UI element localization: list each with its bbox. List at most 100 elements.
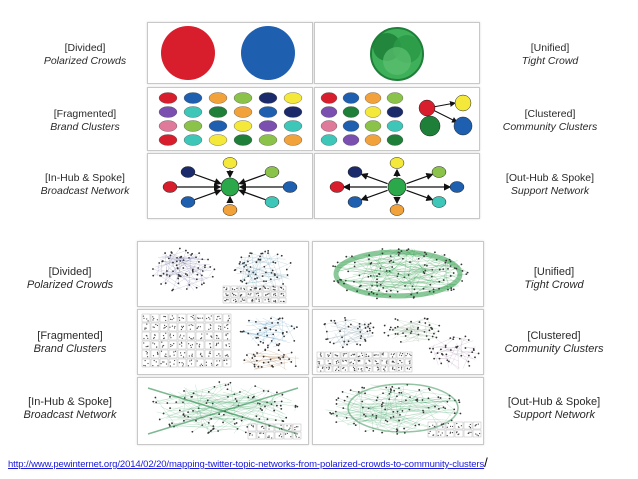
- network-node: [398, 354, 401, 356]
- network-node: [328, 354, 330, 356]
- group-tile: [283, 423, 293, 432]
- network-node: [179, 319, 181, 321]
- network-node: [269, 328, 272, 331]
- group-tile: [177, 358, 187, 368]
- source-link-text[interactable]: http://www.pewinternet.org/2014/02/20/ma…: [8, 459, 485, 470]
- network-node: [278, 317, 281, 320]
- group-tile: [186, 358, 196, 368]
- network-node: [325, 330, 328, 333]
- network-node: [404, 285, 406, 287]
- network-node: [351, 255, 353, 258]
- network-node: [364, 430, 367, 433]
- network-node: [274, 300, 276, 302]
- network-node: [357, 368, 360, 370]
- spoke-edge: [238, 188, 266, 201]
- network-node: [242, 299, 244, 301]
- network-node: [153, 326, 155, 328]
- network-edge: [223, 389, 270, 415]
- network-node: [282, 420, 285, 423]
- network-node: [146, 318, 148, 320]
- network-edge: [324, 318, 357, 325]
- network-edge: [381, 392, 402, 411]
- group-tile: [436, 429, 446, 438]
- network-node: [245, 269, 248, 271]
- group-tile: [150, 322, 160, 332]
- network-edge: [436, 346, 457, 348]
- network-edge: [271, 334, 278, 346]
- network-edge: [240, 331, 280, 340]
- network-node: [235, 422, 238, 424]
- network-node: [319, 354, 322, 356]
- network-node: [179, 336, 181, 338]
- network-node: [428, 389, 431, 391]
- network-node: [450, 287, 453, 290]
- group-tile: [262, 297, 271, 304]
- network-node: [278, 343, 281, 345]
- group-tile: [159, 340, 169, 350]
- network-node: [438, 431, 440, 433]
- network-node: [241, 280, 244, 283]
- network-node: [243, 279, 246, 281]
- label-subtitle: Tight Crowd: [524, 279, 584, 291]
- network-node: [399, 360, 402, 362]
- network-node: [169, 361, 171, 363]
- group-tile: [396, 365, 405, 373]
- network-node: [198, 252, 201, 254]
- network-edge: [180, 390, 264, 417]
- red-cluster: [161, 26, 215, 80]
- network-edge: [245, 260, 259, 266]
- network-node: [227, 320, 229, 322]
- network-node: [278, 435, 280, 437]
- group-tile: [396, 358, 405, 366]
- network-node: [192, 316, 194, 319]
- network-node: [189, 328, 191, 330]
- network-node: [353, 367, 356, 370]
- network-node: [282, 283, 284, 285]
- network-edge: [332, 335, 362, 344]
- network-node: [268, 300, 270, 303]
- network-edge: [376, 270, 387, 280]
- network-node: [458, 401, 461, 404]
- network-node: [179, 343, 181, 345]
- network-node: [185, 249, 187, 252]
- group-tile: [177, 313, 187, 323]
- group-tile: [364, 351, 373, 359]
- network-node: [367, 323, 370, 326]
- network-edge: [170, 257, 197, 261]
- network-node: [216, 342, 218, 344]
- source-link[interactable]: http://www.pewinternet.org/2014/02/20/ma…: [8, 455, 488, 470]
- network-node: [171, 289, 174, 292]
- network-node: [295, 426, 298, 428]
- network-node: [371, 332, 374, 334]
- network-node: [191, 270, 194, 273]
- network-node: [286, 274, 289, 276]
- network-node: [273, 300, 275, 302]
- network-node: [389, 388, 392, 390]
- network-edge: [373, 262, 451, 267]
- network-node: [399, 340, 402, 343]
- network-node: [146, 353, 148, 355]
- group-tile: [177, 322, 187, 332]
- edge: [432, 109, 458, 123]
- network-node: [225, 334, 227, 337]
- network-node: [378, 368, 380, 370]
- network-node: [179, 352, 182, 354]
- network-node: [146, 323, 148, 325]
- network-node: [193, 318, 195, 320]
- network-node: [294, 426, 296, 429]
- group-tile: [364, 358, 373, 366]
- group-tile: [222, 291, 231, 298]
- network-node: [226, 363, 228, 365]
- network-node: [182, 365, 184, 367]
- network-node: [212, 428, 214, 431]
- network-node: [430, 351, 433, 354]
- network-node: [367, 355, 369, 357]
- network-node: [143, 317, 145, 319]
- network-edge: [400, 334, 419, 343]
- network-node: [267, 249, 270, 252]
- network-node: [437, 408, 440, 410]
- label-title: [Divided]: [48, 266, 92, 278]
- label-title: [In-Hub & Spoke]: [28, 396, 112, 408]
- network-node: [143, 337, 145, 340]
- network-edge: [172, 250, 187, 290]
